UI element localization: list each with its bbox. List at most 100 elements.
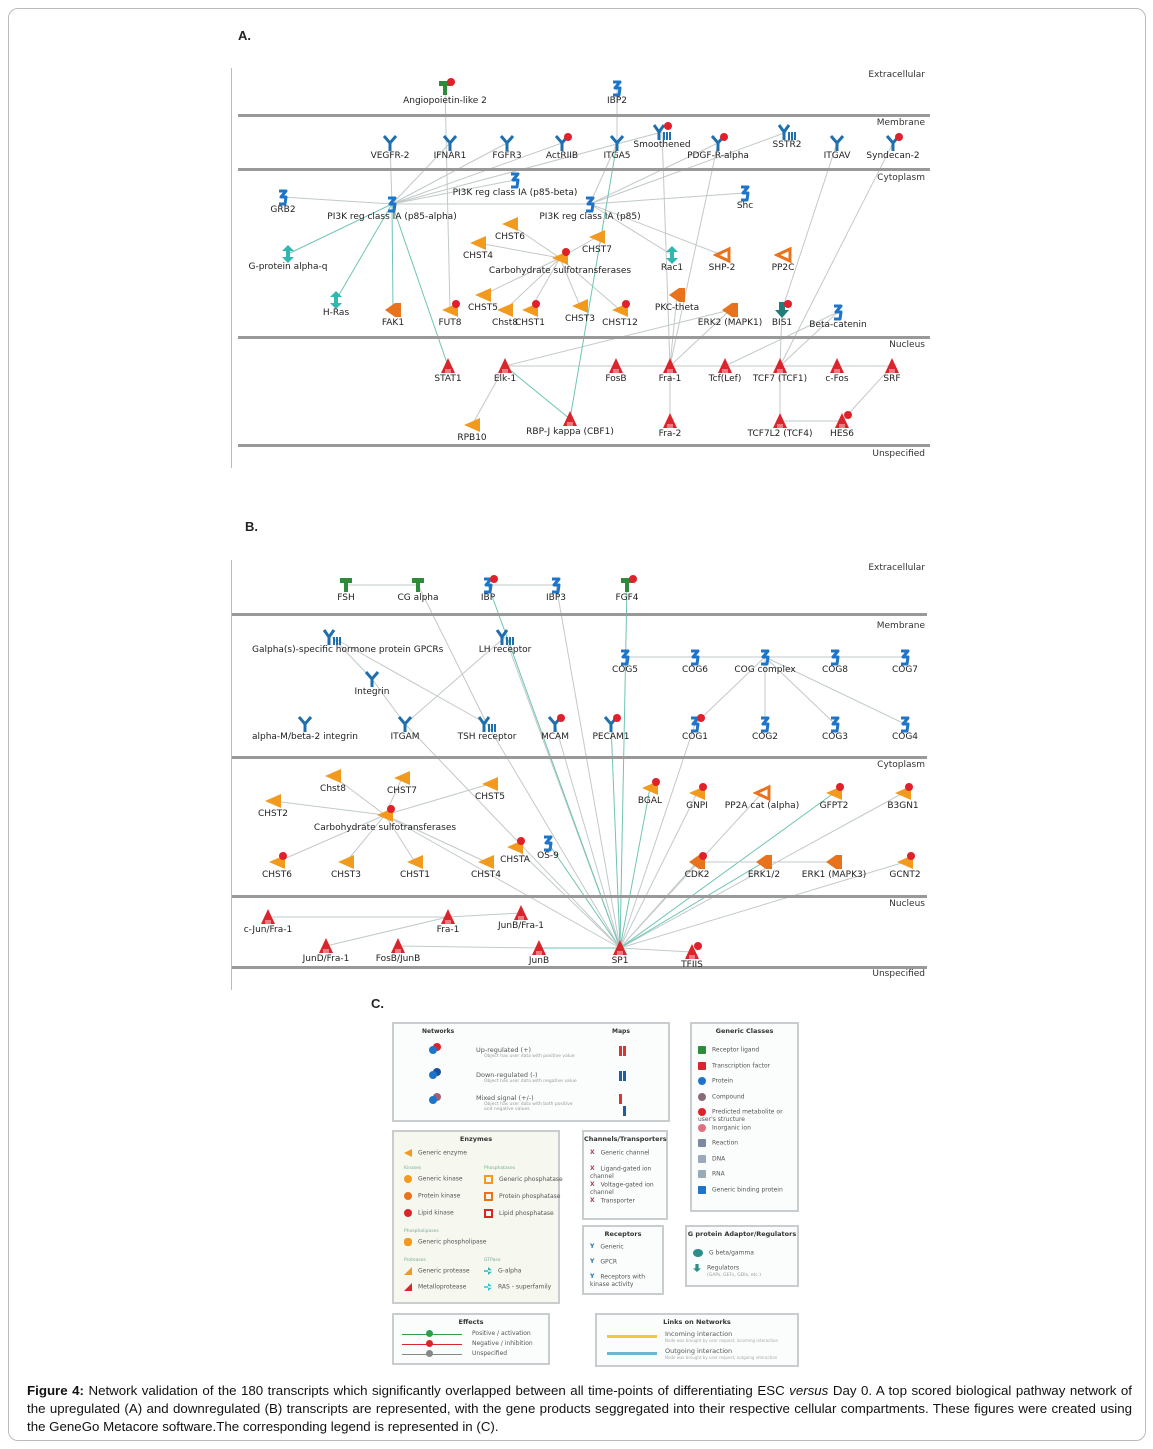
legend-down-label: Down-regulated (-) xyxy=(476,1071,538,1079)
edge-cog1-cogc xyxy=(694,656,766,725)
channel-icon: X xyxy=(590,1181,595,1188)
legend-lipid-kinase: Lipid kinase xyxy=(418,1209,454,1217)
node-label: Beta-catenin xyxy=(809,320,867,330)
binding-icon xyxy=(831,649,840,666)
edge-bfra1-junbfra1 xyxy=(447,912,522,918)
protein-phosphatase-icon xyxy=(484,1192,493,1201)
enzyme-icon xyxy=(612,300,630,317)
edge-grb2-p85a xyxy=(282,196,393,205)
regulator-icon xyxy=(775,300,792,318)
panel-a xyxy=(231,68,932,468)
edge-elk1-rpb10 xyxy=(471,365,506,426)
legend-generic-class: Inorganic ion xyxy=(712,1124,751,1131)
edge-junb-fosbjunb xyxy=(397,945,540,949)
node-label: PECAM1 xyxy=(592,732,630,742)
legend-protein-kinase: Protein kinase xyxy=(418,1192,461,1200)
node-label: IBP3 xyxy=(546,593,566,603)
node-label: MCAM xyxy=(541,732,569,742)
generic-kinase-icon xyxy=(404,1175,412,1183)
panel-a-label: A. xyxy=(238,28,251,43)
edge-p85a-fak1 xyxy=(391,203,394,311)
enzyme-icon xyxy=(470,236,486,250)
legend-g-beta-gamma: G beta/gamma xyxy=(709,1249,754,1257)
tf-icon xyxy=(835,411,852,428)
edge-bchst8-bcarb xyxy=(332,775,386,816)
node-label: Integrin xyxy=(354,687,390,697)
edge-itga5-p85 xyxy=(589,142,618,205)
node-label: COG8 xyxy=(821,665,849,675)
node-label: CHST3 xyxy=(331,870,361,880)
receptor-icon xyxy=(297,716,313,732)
node-label: CHST5 xyxy=(468,303,498,313)
cytoplasm-divider xyxy=(238,168,930,171)
legend-generic-enzyme: Generic enzyme xyxy=(418,1149,467,1157)
node-label: Elk-1 xyxy=(493,374,517,384)
enzyme-icon xyxy=(502,217,518,231)
binding-icon xyxy=(586,196,595,213)
gpcr-icon xyxy=(778,124,796,140)
legend-generic-class: Receptor ligand xyxy=(712,1046,760,1054)
node-label: COG1 xyxy=(681,732,709,742)
node-label: ERK1 (MAPK3) xyxy=(801,870,867,880)
caption-italic: versus xyxy=(789,1383,829,1398)
receptor-icon xyxy=(710,133,728,151)
receptor-icon xyxy=(609,135,625,151)
tf-icon xyxy=(663,358,677,373)
kinase-icon xyxy=(756,855,772,869)
metalloprotease-icon xyxy=(404,1283,412,1291)
edge-integrin-itgam xyxy=(371,678,406,725)
enzyme-icon xyxy=(475,288,491,302)
node-label: TSH receptor xyxy=(457,732,517,742)
edge-p85a-gaq xyxy=(287,203,393,255)
edge-tshr-sp1 xyxy=(486,723,621,949)
compartment-cytoplasm: Cytoplasm xyxy=(877,760,925,770)
channel-icon: X xyxy=(590,1165,595,1172)
legend-maps-title: Maps xyxy=(612,1028,630,1035)
generic-phosphatase-icon xyxy=(484,1175,493,1184)
ligand-icon xyxy=(412,578,424,592)
tf-icon xyxy=(885,358,899,373)
node-label: Rac1 xyxy=(660,263,684,273)
legend-generic-phospholipase: Generic phospholipase xyxy=(418,1238,487,1246)
node-label: CHST6 xyxy=(495,232,525,242)
node-label: CHST1 xyxy=(400,870,430,880)
legend-generic-class: RNA xyxy=(712,1170,725,1178)
tf-icon xyxy=(261,909,275,924)
legend-regulators-note: (GAPs, GEFs, GDIs, etc.) xyxy=(707,1273,761,1278)
receptor-icon xyxy=(554,133,572,151)
legend-channel: Voltage-gated ion channel xyxy=(590,1181,654,1197)
node-label: CHST4 xyxy=(471,870,501,880)
node-label: RPB10 xyxy=(457,433,487,443)
legend-outgoing-note: Node was brought by user request, outgoi… xyxy=(665,1355,778,1360)
cytoplasm-divider xyxy=(232,756,927,759)
binding-icon xyxy=(761,649,770,666)
edge-bgal-sp1 xyxy=(619,787,651,949)
legend-enzymes: Enzymes Generic enzyme Kinases Generic k… xyxy=(392,1130,563,1304)
tf-icon xyxy=(441,909,455,924)
node-label: CHST7 xyxy=(582,245,612,255)
generic-class-icon xyxy=(698,1061,706,1070)
generic-class-icon xyxy=(698,1108,706,1116)
map-mixed-icon xyxy=(619,1094,622,1104)
node-label: B3GN1 xyxy=(887,801,919,811)
node-label: CHST4 xyxy=(463,251,493,261)
edge-lhr-itgam xyxy=(404,636,506,725)
enzyme-icon xyxy=(394,771,410,785)
legend-effect: Unspecified xyxy=(472,1350,508,1357)
binding-icon xyxy=(552,577,561,594)
node-label: Angiopoietin-like 2 xyxy=(403,96,487,106)
legend-gprotein-title: G protein Adaptor/Regulators xyxy=(687,1230,797,1238)
membrane-divider xyxy=(238,114,930,117)
enzyme-icon xyxy=(407,855,423,869)
legend-metalloprotease: Metalloprotease xyxy=(418,1283,467,1291)
legend-generic-class: Generic binding protein xyxy=(712,1186,783,1193)
node-label: PP2A cat (alpha) xyxy=(724,801,800,811)
node-label: G-protein alpha-q xyxy=(248,262,328,272)
legend-mixed-note: Object has user data with both positive … xyxy=(484,1102,573,1112)
effect-marker-icon xyxy=(426,1340,433,1347)
node-label: OS-9 xyxy=(537,851,559,861)
node-label: PI3K reg class IA (p85-beta) xyxy=(452,188,578,198)
compartment-unspecified: Unspecified xyxy=(872,449,925,459)
legend-networks-title: Networks xyxy=(422,1028,455,1035)
down-regulated-icon xyxy=(429,1071,437,1079)
